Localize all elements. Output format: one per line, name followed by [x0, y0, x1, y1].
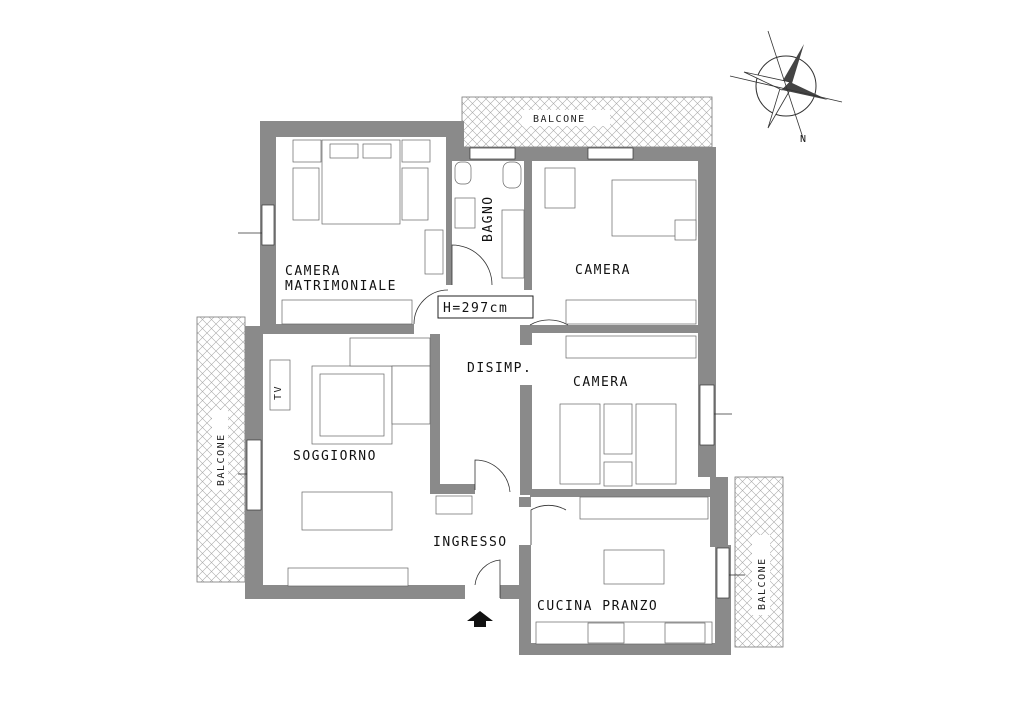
- balcony-top-label: BALCONE: [533, 114, 586, 125]
- balcony-right-label: BALCONE: [757, 557, 768, 610]
- furniture: [269, 139, 713, 645]
- ceiling-height-label: H=297cm: [443, 301, 508, 316]
- interior-walls: [262, 155, 715, 601]
- compass-rose-icon: [729, 30, 843, 142]
- room-label-matrimoniale: MATRIMONIALE: [285, 279, 397, 294]
- ceiling-height-box: [437, 295, 534, 319]
- room-label-camera-1: CAMERA: [575, 263, 631, 278]
- room-label-ingresso: INGRESSO: [433, 535, 508, 550]
- room-label-cucina-pranzo: CUCINA PRANZO: [537, 599, 658, 614]
- balcony-left: [196, 316, 246, 583]
- windows: [246, 147, 730, 599]
- room-label-disimpegno: DISIMP.: [467, 361, 532, 376]
- balcony-left-label: BALCONE: [216, 433, 227, 486]
- room-label-camera-matrimoniale: CAMERA: [285, 264, 341, 279]
- room-label-soggiorno: SOGGIORNO: [293, 449, 377, 464]
- compass-north-label: N: [800, 134, 808, 145]
- doors: [413, 244, 569, 598]
- tv-label: TV: [273, 385, 284, 400]
- room-label-bagno: BAGNO: [481, 195, 496, 242]
- room-label-camera-2: CAMERA: [573, 375, 629, 390]
- entrance-arrow-icon: [467, 611, 493, 627]
